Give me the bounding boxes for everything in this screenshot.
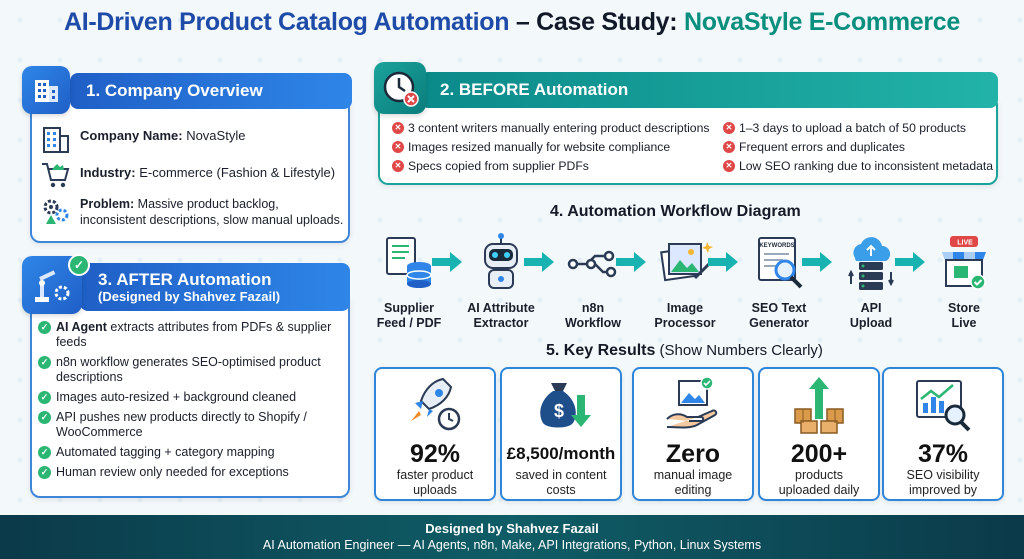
before-item: ✕Specs copied from supplier PDFs (392, 159, 589, 174)
dollar-sign: $ (554, 401, 564, 421)
shopping-cart-icon (42, 163, 70, 188)
result-value: 37% (917, 440, 969, 468)
x-icon: ✕ (392, 141, 404, 153)
after-item: ✓n8n workflow generates SEO-optimised pr… (38, 355, 350, 385)
hand-image-icon (666, 376, 718, 429)
chart-magnifier-icon (916, 380, 971, 432)
before-automation-banner: 2. BEFORE Automation (420, 72, 998, 108)
before-item: ✕3 content writers manually entering pro… (392, 121, 709, 136)
flow-arrow-icon (708, 252, 738, 272)
industry-row: Industry: E-commerce (Fashion & Lifestyl… (40, 160, 335, 190)
after-item: ✓Human review only needed for exceptions (38, 465, 350, 480)
live-store-icon: LIVE (942, 236, 986, 290)
check-icon: ✓ (38, 411, 51, 424)
before-item: ✕Low SEO ranking due to inconsistent met… (723, 159, 993, 174)
footer-designer: Designed by Shahvez Fazail (425, 521, 599, 536)
x-icon: ✕ (723, 160, 735, 172)
flow-arrow-icon (895, 252, 925, 272)
result-value: 200+ (790, 440, 848, 468)
key-results-heading: 5. Key Results (Show Numbers Clearly) (546, 342, 823, 359)
company-overview-heading: 1. Company Overview (86, 81, 263, 100)
document-database-icon (386, 237, 432, 288)
company-name-row: Company Name: NovaStyle (40, 124, 245, 154)
after-item: ✓Images auto-resized + background cleane… (38, 390, 350, 405)
result-value: 92% (409, 440, 461, 468)
x-icon: ✕ (392, 160, 404, 172)
after-item: ✓Automated tagging + category mapping (38, 445, 350, 460)
check-icon: ✓ (38, 391, 51, 404)
clock-icon (374, 62, 426, 114)
before-item: ✕1–3 days to upload a batch of 50 produc… (723, 121, 966, 136)
result-value: £8,500/month (506, 444, 616, 463)
after-item: ✓API pushes new products directly to Sho… (38, 410, 350, 440)
before-item: ✕Images resized manually for website com… (392, 140, 670, 155)
after-automation-card (30, 293, 350, 498)
flow-arrow-icon (802, 252, 832, 272)
robot-icon (484, 233, 518, 289)
industry-label: Industry: (80, 165, 136, 180)
flow-arrow-icon (432, 252, 462, 272)
cloud-server-icon (848, 237, 894, 290)
flow-arrow-icon (524, 252, 554, 272)
after-automation-subheading: (Designed by Shahvez Fazail) (98, 288, 281, 304)
footer: Designed by Shahvez Fazail AI Automation… (0, 515, 1024, 559)
keywords-magnifier-icon: KEYWORDS (758, 237, 803, 289)
after-automation-heading: 3. AFTER Automation (98, 269, 272, 289)
check-icon: ✓ (38, 466, 51, 479)
industry-value: E-commerce (Fashion & Lifestyle) (135, 165, 336, 180)
office-building-icon (43, 127, 69, 153)
live-label: LIVE (957, 240, 973, 247)
company-name-label: Company Name: (80, 128, 183, 143)
title-part-main: AI-Driven Product Catalog Automation (63, 8, 510, 36)
x-icon: ✕ (723, 122, 735, 134)
footer-role: AI Automation Engineer — AI Agents, n8n,… (262, 538, 762, 552)
company-overview-banner: 1. Company Overview (70, 73, 352, 109)
title-part-case-study: – Case Study: (509, 8, 684, 36)
title-part-company: NovaStyle E-Commerce (683, 8, 961, 36)
check-icon: ✓ (38, 356, 51, 369)
problem-row: Problem: Massive product backlog, incons… (40, 196, 345, 228)
x-icon: ✕ (723, 141, 735, 153)
result-value: Zero (665, 440, 721, 468)
money-bag-icon: $ (540, 383, 591, 428)
keywords-label: KEYWORDS (759, 243, 794, 249)
check-icon: ✓ (38, 446, 51, 459)
before-automation-card (378, 95, 998, 185)
page-title: AI-Driven Product Catalog Automation – C… (0, 8, 1024, 37)
company-overview-card (30, 95, 350, 243)
checkmark-badge-icon: ✓ (68, 254, 90, 276)
x-icon: ✕ (392, 122, 404, 134)
check-icon: ✓ (38, 321, 51, 334)
building-icon (22, 66, 70, 114)
workflow-nodes-icon (567, 250, 617, 278)
flow-arrow-icon (616, 252, 646, 272)
problem-label: Problem: (80, 197, 135, 211)
company-name-value: NovaStyle (182, 128, 246, 143)
workflow-heading: 4. Automation Workflow Diagram (550, 203, 801, 220)
after-item: ✓AI Agent extracts attributes from PDFs … (38, 320, 350, 350)
gears-warning-icon (43, 199, 69, 224)
image-wand-icon (660, 242, 713, 282)
before-automation-heading: 2. BEFORE Automation (440, 80, 629, 99)
problem-value: Massive product backlog, inconsistent de… (80, 197, 344, 227)
before-item: ✕Frequent errors and duplicates (723, 140, 905, 155)
after-automation-banner: 3. AFTER Automation (Designed by Shahvez… (80, 263, 350, 311)
rocket-stopwatch-icon (411, 377, 461, 431)
after-automation-list: ✓AI Agent extracts attributes from PDFs … (38, 320, 350, 485)
boxes-arrow-icon (794, 377, 844, 434)
